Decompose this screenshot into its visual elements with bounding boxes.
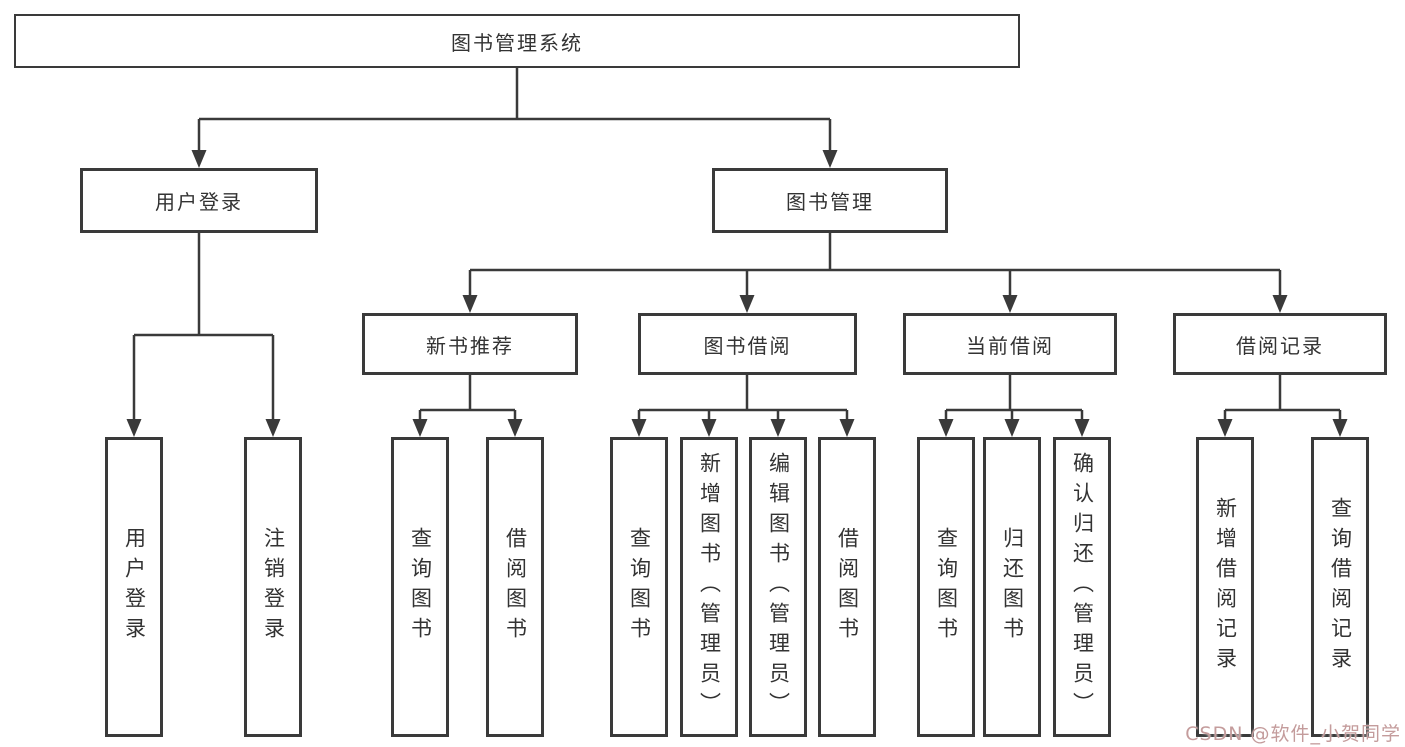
- node-book-management-label: 图书管理: [786, 190, 874, 214]
- node-borrowing-records-label: 借阅记录: [1236, 333, 1324, 358]
- node-book-borrowing: 图书借阅: [638, 313, 857, 375]
- leaf-add-books-admin-label: 新增图书（管理员）: [697, 452, 722, 722]
- node-new-book-recommend-label: 新书推荐: [426, 333, 514, 358]
- csdn-watermark: CSDN @软件_小贺同学: [1185, 723, 1401, 745]
- leaf-query-books-current: 查询图书: [917, 437, 975, 737]
- leaf-borrow-books-borrowing: 借阅图书: [818, 437, 876, 737]
- node-current-borrowing-label: 当前借阅: [966, 333, 1054, 358]
- node-user-login-label: 用户登录: [155, 190, 243, 214]
- leaf-query-books-recommend-label: 查询图书: [408, 527, 433, 647]
- node-book-management: 图书管理: [712, 168, 948, 233]
- node-library-system-label: 图书管理系统: [451, 30, 583, 55]
- node-library-system: 图书管理系统: [14, 14, 1020, 68]
- leaf-confirm-return-admin: 确认归还（管理员）: [1053, 437, 1111, 737]
- node-book-borrowing-label: 图书借阅: [703, 333, 792, 358]
- node-user-login: 用户登录: [80, 168, 318, 233]
- node-borrowing-records: 借阅记录: [1173, 313, 1387, 375]
- leaf-query-books-recommend: 查询图书: [391, 437, 449, 737]
- leaf-query-books-borrowing: 查询图书: [610, 437, 668, 737]
- leaf-query-borrow-record-label: 查询借阅记录: [1328, 497, 1353, 677]
- leaf-borrow-books-recommend: 借阅图书: [486, 437, 544, 737]
- leaf-return-books-label: 归还图书: [1000, 527, 1025, 647]
- leaf-return-books: 归还图书: [983, 437, 1041, 737]
- leaf-query-books-current-label: 查询图书: [934, 527, 959, 647]
- leaf-logout: 注销登录: [244, 437, 302, 737]
- leaf-confirm-return-admin-label: 确认归还（管理员）: [1070, 452, 1095, 722]
- leaf-user-login-label: 用户登录: [122, 527, 147, 647]
- node-current-borrowing: 当前借阅: [903, 313, 1117, 375]
- leaf-add-borrow-record-label: 新增借阅记录: [1213, 497, 1238, 677]
- leaf-query-borrow-record: 查询借阅记录: [1311, 437, 1369, 737]
- leaf-add-books-admin: 新增图书（管理员）: [680, 437, 738, 737]
- leaf-add-borrow-record: 新增借阅记录: [1196, 437, 1254, 737]
- node-new-book-recommend: 新书推荐: [362, 313, 578, 375]
- leaf-borrow-books-recommend-label: 借阅图书: [503, 527, 528, 647]
- leaf-edit-books-admin-label: 编辑图书（管理员）: [766, 452, 791, 722]
- arrowheads: [126, 150, 1348, 437]
- leaf-logout-label: 注销登录: [261, 527, 286, 647]
- leaf-borrow-books-borrowing-label: 借阅图书: [835, 527, 860, 647]
- leaf-query-books-borrowing-label: 查询图书: [627, 527, 652, 647]
- leaf-user-login: 用户登录: [105, 437, 163, 737]
- leaf-edit-books-admin: 编辑图书（管理员）: [749, 437, 807, 737]
